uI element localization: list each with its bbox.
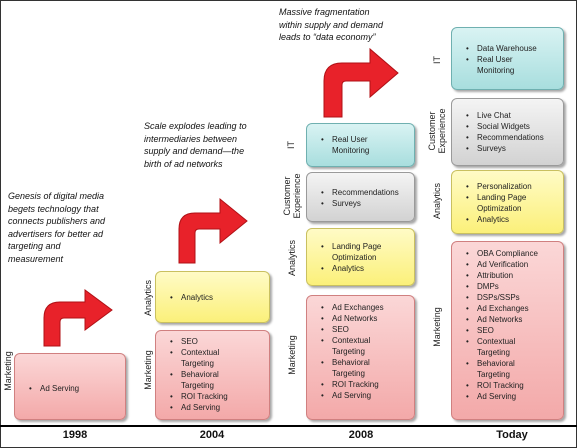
caption-2008: Massive fragmentation within supply and … (279, 7, 384, 42)
layer-label-it: IT (432, 56, 442, 64)
layer-box-it-today: Data Warehouse Real User Monitoring (451, 27, 564, 90)
growth-arrow-icon (178, 197, 248, 264)
list-item: Targeting (477, 348, 510, 357)
layer-box-analytics-today: Personalization Landing Page Optimizatio… (451, 170, 564, 234)
layer-box-analytics-2004: Analytics (155, 271, 270, 323)
layer-label-customer-experience: Customer Experience (427, 108, 447, 154)
list-item: Live Chat (466, 110, 561, 121)
list-item: Behavioral (170, 369, 267, 380)
list-item: Optimization (477, 204, 522, 213)
timeline-axis (0, 425, 577, 427)
list-item: Real User (321, 134, 412, 145)
list-item: Contextual (170, 347, 267, 358)
list-item: DMPs (466, 281, 561, 292)
list-item: Landing Page (466, 192, 561, 203)
list-item: Landing Page (321, 241, 412, 252)
list-item: Contextual (321, 335, 412, 346)
caption-1998: Genesis of digital media begets technolo… (8, 191, 106, 264)
layer-box-customer-experience-today: Live Chat Social Widgets Recommendations… (451, 98, 564, 166)
layer-label-marketing: Marketing (287, 335, 297, 375)
layer-label-marketing: Marketing (143, 350, 153, 390)
list-item: Optimization (332, 253, 377, 262)
list-item: Data Warehouse (466, 43, 561, 54)
list-item: Real User (466, 54, 561, 65)
list-item: Monitoring (332, 146, 370, 155)
layer-box-marketing-2008: Ad Exchanges Ad Networks SEO Contextual … (306, 295, 415, 420)
list-item: Ad Exchanges (321, 302, 412, 313)
list-item: Targeting (332, 369, 365, 378)
list-item: Analytics (466, 214, 561, 225)
list-item: ROI Tracking (170, 391, 267, 402)
list-item: Recommendations (321, 187, 412, 198)
list-item: Targeting (477, 370, 510, 379)
list-item: Ad Serving (170, 402, 267, 413)
list-item: SEO (321, 324, 412, 335)
layer-label-marketing: Marketing (3, 351, 13, 391)
list-item: ROI Tracking (466, 380, 561, 391)
list-item: Contextual (466, 336, 561, 347)
layer-label-analytics: Analytics (287, 240, 297, 277)
list-item: DSPs/SSPs (466, 292, 561, 303)
list-item: SEO (466, 325, 561, 336)
list-item: Analytics (321, 263, 412, 274)
list-item: Ad Serving (29, 383, 123, 394)
year-label-today: Today (496, 429, 528, 441)
list-item: OBA Compliance (466, 248, 561, 259)
layer-label-analytics: Analytics (143, 280, 153, 317)
list-item: Ad Serving (466, 391, 561, 402)
list-item: Targeting (181, 359, 214, 368)
layer-box-marketing-today: OBA Compliance Ad Verification Attributi… (451, 241, 564, 420)
list-item: Ad Serving (321, 390, 412, 401)
list-item: Social Widgets (466, 121, 561, 132)
list-item: Personalization (466, 181, 561, 192)
layer-label-marketing: Marketing (432, 307, 442, 347)
list-item: Attribution (466, 270, 561, 281)
growth-arrow-icon (323, 47, 399, 118)
list-item: Recommendations (466, 132, 561, 143)
list-item: Surveys (466, 143, 561, 154)
list-item: Analytics (170, 292, 267, 303)
layer-label-analytics: Analytics (432, 183, 442, 220)
year-label-1998: 1998 (62, 429, 88, 441)
list-item: Targeting (181, 381, 214, 390)
layer-label-customer-experience: Customer Experience (282, 173, 302, 219)
layer-box-customer-experience-2008: Recommendations Surveys (306, 172, 415, 222)
caption-2004: Scale explodes leading to intermediaries… (144, 121, 247, 169)
list-item: Ad Exchanges (466, 303, 561, 314)
layer-box-analytics-2008: Landing Page Optimization Analytics (306, 228, 415, 286)
layer-box-it-2008: Real User Monitoring (306, 123, 415, 167)
layer-box-marketing-1998: Ad Serving (14, 353, 126, 420)
year-label-2008: 2008 (348, 429, 374, 441)
list-item: Behavioral (466, 358, 561, 369)
list-item: Monitoring (477, 66, 515, 75)
list-item: Ad Networks (466, 314, 561, 325)
list-item: Surveys (321, 198, 412, 209)
list-item: Behavioral (321, 357, 412, 368)
growth-arrow-icon (43, 289, 113, 347)
layer-box-marketing-2004: SEO Contextual Targeting Behavioral Targ… (155, 330, 270, 420)
list-item: Ad Verification (466, 259, 561, 270)
list-item: Targeting (332, 347, 365, 356)
list-item: Ad Networks (321, 313, 412, 324)
year-label-2004: 2004 (199, 429, 225, 441)
list-item: ROI Tracking (321, 379, 412, 390)
list-item: SEO (170, 336, 267, 347)
layer-label-it: IT (286, 141, 296, 149)
